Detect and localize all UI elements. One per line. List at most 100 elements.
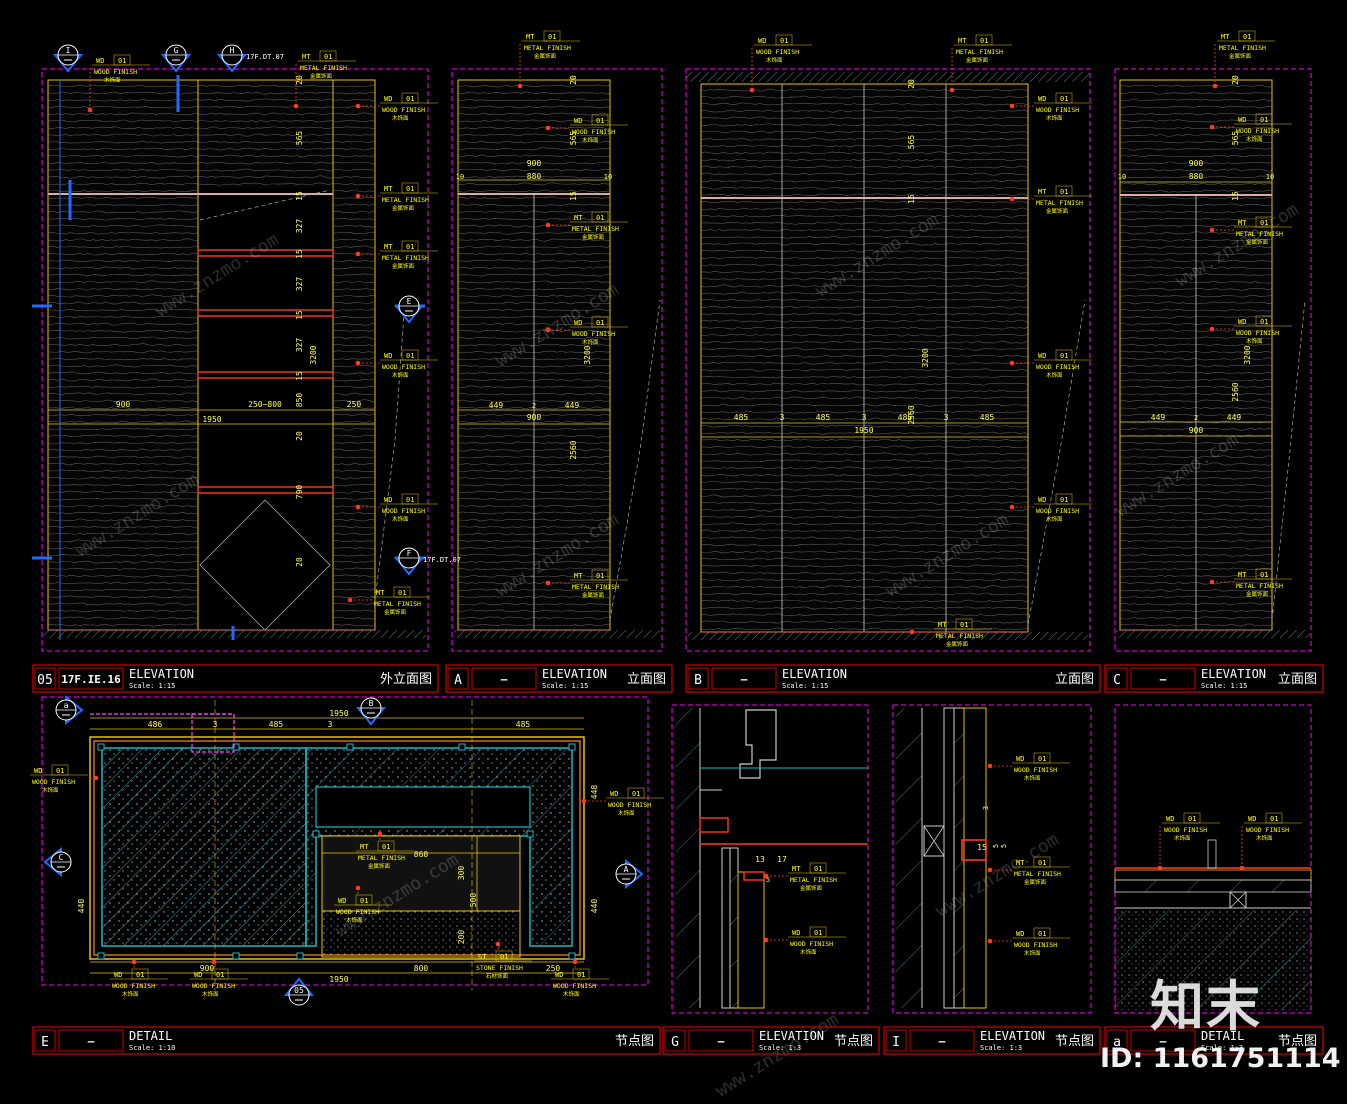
tag-finish: WOOD FINISH [382, 363, 425, 371]
dimension-text: 17 [777, 855, 787, 864]
metal-reveal [961, 839, 987, 861]
title-cn: 节点图 [1278, 1034, 1317, 1049]
title-cn: 立面图 [1055, 672, 1094, 687]
title-cn: 节点图 [615, 1034, 654, 1049]
tag-code: WD [792, 929, 800, 937]
grain-line [700, 116, 1029, 120]
dimension-text: 449 [489, 401, 504, 410]
grain-line [1119, 133, 1273, 137]
grain-line [700, 599, 1029, 603]
grain-line [1119, 427, 1273, 431]
grain-line [457, 504, 611, 508]
grain-line [47, 560, 199, 564]
tag-finish: WOOD FINISH [1014, 941, 1057, 949]
title-frame [662, 1026, 880, 1055]
tag-num-box [1183, 812, 1201, 824]
tag-code: WD [758, 37, 766, 45]
grain-line [700, 466, 1029, 470]
dimension-text: 449 [1227, 413, 1242, 422]
grain-line [1119, 189, 1273, 193]
grain-line [47, 105, 199, 109]
grain-line [1119, 259, 1273, 263]
grain-line [700, 207, 1029, 211]
plan-post [568, 743, 576, 751]
tag-code: WD [1016, 755, 1024, 763]
tag-num-box [113, 54, 131, 66]
grain-line [457, 196, 611, 200]
grain-line [197, 175, 334, 179]
grain-line [332, 203, 376, 207]
grain-line [47, 266, 199, 270]
grain-line [457, 182, 611, 186]
grain-line [700, 529, 1029, 533]
grain-line [332, 175, 376, 179]
tag-finish-cn: 金属饰面 [966, 56, 989, 64]
tag-num-box [543, 30, 561, 42]
dimension-text: 2 [1194, 414, 1198, 422]
grain-line [1119, 231, 1273, 235]
tag-finish-cn: 木饰面 [392, 371, 409, 379]
tag-finish: METAL FINISH [1014, 870, 1061, 878]
grain-line [332, 225, 376, 228]
tag-num-box [572, 968, 590, 980]
grain-line [1119, 518, 1273, 522]
grain-line [457, 540, 611, 543]
plan-niche-upper [321, 835, 521, 912]
aluminium-profile [739, 709, 777, 779]
grain-line [457, 511, 611, 515]
tag-number: 01 [814, 865, 822, 873]
grain-line [700, 585, 1029, 589]
tag-finish: WOOD FINISH [32, 778, 75, 786]
title-id-box [34, 1029, 56, 1052]
tag-code: MT [360, 843, 369, 851]
title-id: A [454, 673, 462, 688]
grain-line [332, 273, 376, 276]
grain-line [457, 126, 611, 130]
tag-number: 01 [548, 33, 556, 41]
grain-line [332, 266, 376, 270]
grain-line [457, 280, 611, 284]
tag-num-box [1255, 216, 1273, 228]
grain-line [457, 273, 611, 277]
tag-number: 01 [596, 214, 604, 222]
tag-num-box [809, 862, 827, 874]
tag-number: 01 [596, 319, 604, 327]
grain-line [47, 364, 199, 368]
grain-line [457, 476, 611, 480]
grain-line [1119, 329, 1273, 333]
marker-ref: 17F.DT.07 [423, 556, 461, 564]
tag-code: WD [1238, 318, 1246, 326]
grain-line [457, 420, 611, 424]
dimension-total-width: 1950 [202, 415, 221, 424]
grain-line [700, 452, 1029, 456]
grain-line [700, 214, 1029, 218]
grain-line [1119, 623, 1273, 627]
title-frame [445, 664, 673, 693]
tag-number: 01 [1260, 571, 1268, 579]
title-ref: — [718, 1035, 725, 1048]
grain-line [47, 609, 199, 613]
tag-number: 01 [382, 843, 390, 851]
grain-line [457, 462, 611, 466]
grain-line [457, 84, 611, 88]
grain-line [332, 323, 376, 326]
grain-line [457, 224, 611, 228]
marker-letter: B [369, 699, 374, 708]
tag-num-box [591, 211, 609, 223]
tag-finish: WOOD FINISH [112, 982, 155, 990]
tag-number: 01 [1038, 930, 1046, 938]
tag-num-box [627, 787, 645, 799]
tag-finish: WOOD FINISH [608, 801, 651, 809]
tag-number: 01 [324, 53, 332, 61]
grain-line [47, 469, 199, 473]
tag-number: 01 [136, 971, 144, 979]
title-scale: Scale: 1:3 [1201, 1044, 1243, 1052]
grain-line [457, 560, 611, 564]
grain-line [197, 133, 334, 137]
tag-finish: WOOD FINISH [192, 982, 235, 990]
grain-line [457, 140, 611, 144]
elev-05-wood-upper [197, 80, 334, 188]
